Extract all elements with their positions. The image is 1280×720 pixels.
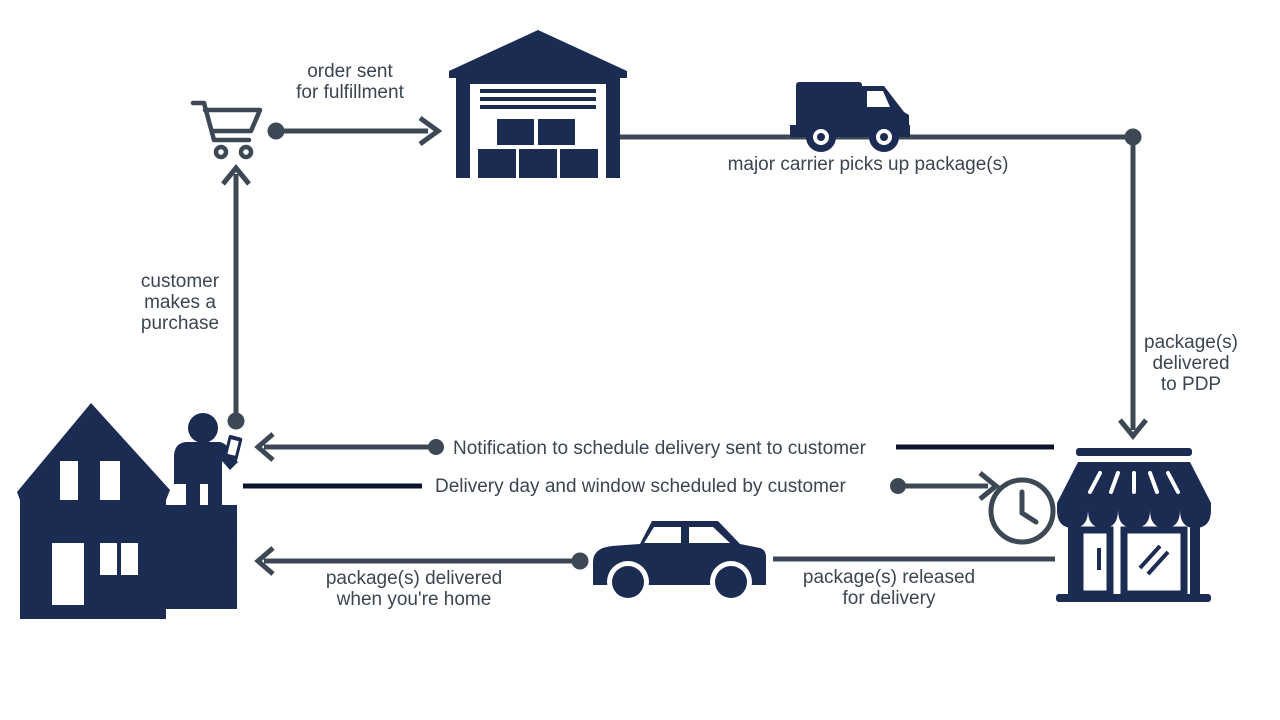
connector-car-to-house bbox=[254, 546, 589, 576]
label-delivered-home: package(s) delivered when you're home bbox=[325, 568, 503, 610]
connector-person-to-cart bbox=[221, 164, 251, 430]
label-released: package(s) released for delivery bbox=[802, 567, 976, 609]
connector-scheduled bbox=[243, 471, 1000, 501]
label-carrier-pickup: major carrier picks up package(s) bbox=[727, 154, 1009, 175]
label-scheduled: Delivery day and window scheduled by cus… bbox=[435, 476, 846, 497]
person-with-phone-icon bbox=[174, 413, 243, 525]
label-customer-purchase: customer makes a purchase bbox=[140, 271, 220, 334]
connector-cart-to-warehouse bbox=[267, 115, 443, 147]
car-icon bbox=[593, 521, 766, 603]
connector-notification bbox=[254, 432, 1054, 462]
storefront-icon bbox=[1056, 448, 1211, 602]
clock-icon bbox=[988, 477, 1056, 545]
connector-warehouse-to-pdp bbox=[620, 128, 1148, 440]
shopping-cart-icon bbox=[190, 100, 263, 160]
house-icon bbox=[17, 403, 237, 619]
label-notification: Notification to schedule delivery sent t… bbox=[453, 438, 866, 459]
label-delivered-to-pdp: package(s) delivered to PDP bbox=[1144, 332, 1238, 395]
label-order-sent: order sent for fulfillment bbox=[296, 61, 404, 103]
warehouse-icon bbox=[449, 30, 627, 178]
delivery-truck-icon bbox=[790, 82, 910, 152]
